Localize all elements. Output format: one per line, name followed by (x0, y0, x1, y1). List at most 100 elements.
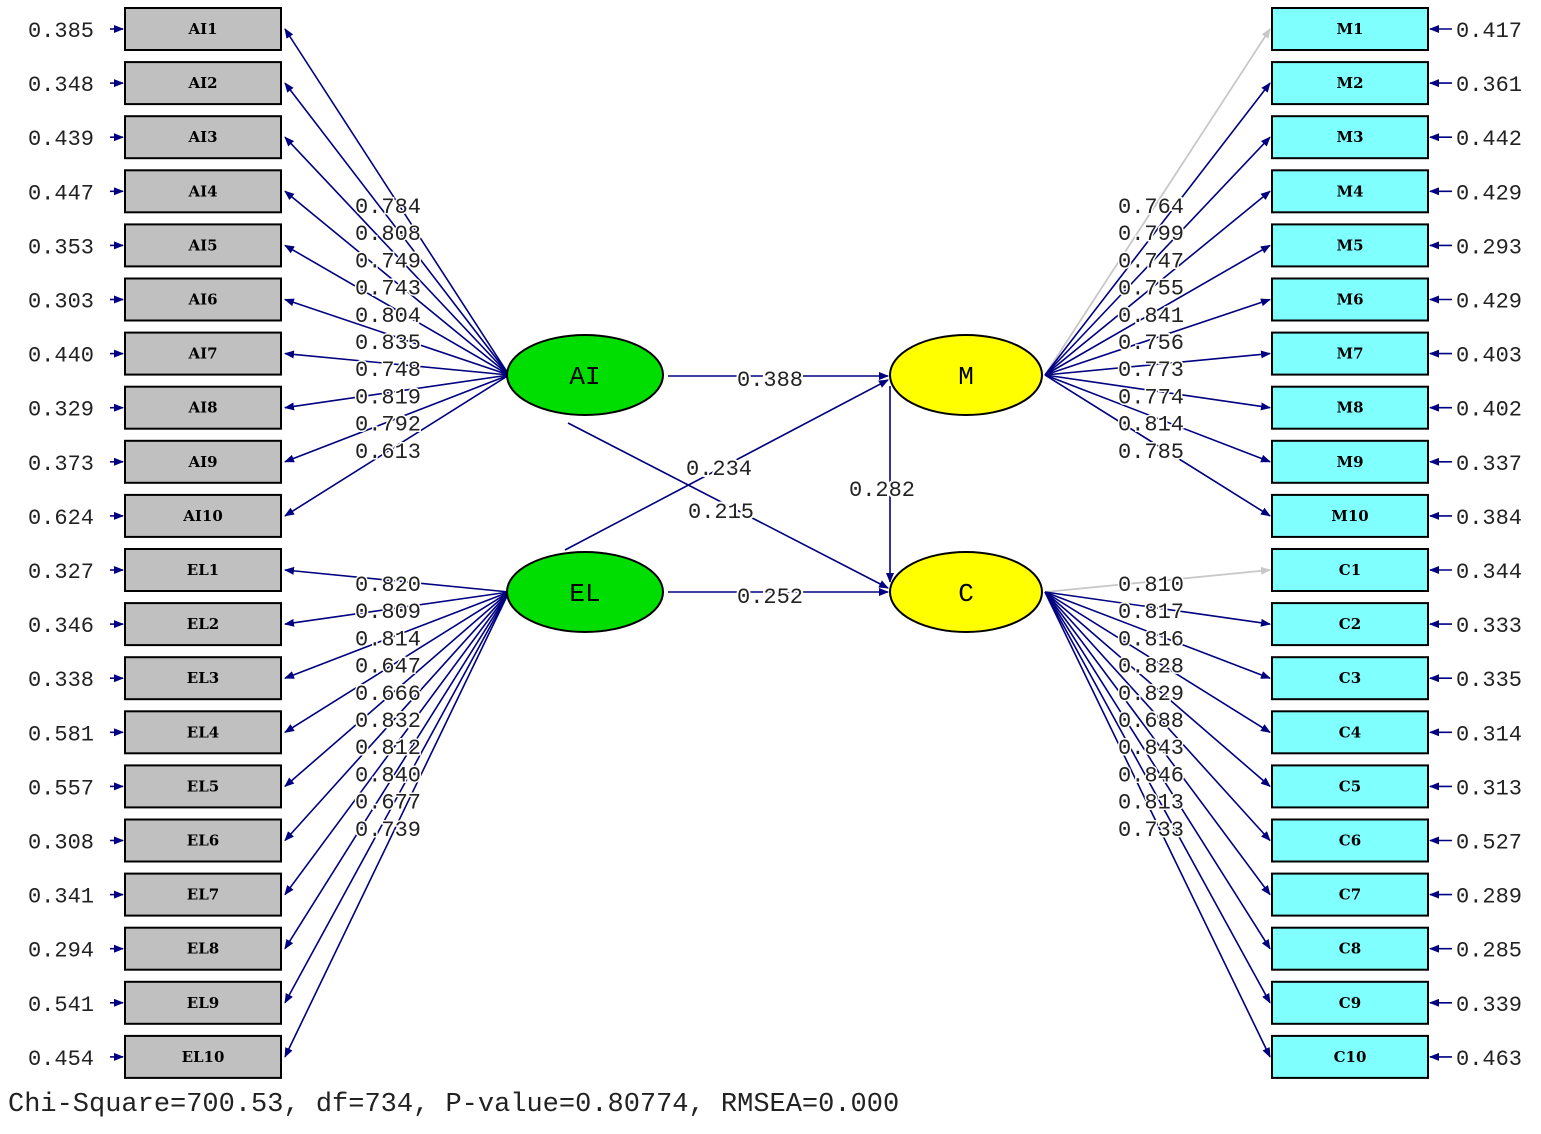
indicator-box-ai1 (124, 7, 282, 51)
loading-value-m6: 0.756 (1118, 331, 1184, 356)
indicator-box-ai8 (124, 385, 282, 430)
indicator-box-ai2 (124, 61, 282, 106)
indicator-label-c6: C6 (1339, 832, 1361, 850)
loading-value-c5: 0.829 (1118, 682, 1184, 707)
structural-coef-ai-to-c: 0.215 (688, 500, 754, 525)
loading-path-el4 (284, 591, 510, 733)
loading-path-c5 (1044, 591, 1271, 788)
error-variance-c4: 0.314 (1456, 722, 1522, 747)
loading-path-c6 (1044, 591, 1271, 842)
error-variance-el4: 0.581 (28, 722, 94, 747)
indicator-label-ai1: AI1 (187, 20, 217, 38)
loading-path-m7 (1044, 350, 1271, 376)
indicator-box-m8 (1271, 385, 1429, 430)
indicator-box-el7 (124, 872, 282, 917)
loading-path-ai8 (284, 374, 510, 411)
loading-value-el6: 0.832 (355, 709, 421, 734)
error-variance-c5: 0.313 (1456, 776, 1522, 801)
indicator-box-el2 (124, 602, 282, 647)
error-variance-c6: 0.527 (1456, 831, 1522, 856)
error-variance-el5: 0.557 (28, 776, 94, 801)
loading-path-m3 (1044, 136, 1271, 376)
indicator-box-m5 (1271, 223, 1429, 268)
indicator-label-m1: M1 (1336, 20, 1363, 38)
latent-label-m: M (958, 362, 974, 392)
error-variance-m3: 0.442 (1456, 127, 1522, 152)
latent-label-ai: AI (569, 362, 600, 392)
indicator-box-c3 (1271, 656, 1429, 701)
loading-value-ai6: 0.835 (355, 331, 421, 356)
error-variance-el7: 0.341 (28, 885, 94, 910)
indicator-label-el7: EL7 (187, 886, 219, 904)
loading-path-ai10 (284, 374, 510, 517)
loading-value-m3: 0.747 (1118, 249, 1184, 274)
loading-path-m10 (1044, 374, 1271, 517)
indicator-box-el8 (124, 926, 282, 971)
loading-value-el8: 0.840 (355, 763, 421, 788)
loading-value-c8: 0.846 (1118, 763, 1184, 788)
loading-path-ai9 (284, 374, 510, 463)
indicator-label-m3: M3 (1336, 128, 1363, 146)
loading-value-el1: 0.820 (355, 573, 421, 598)
loading-path-el2 (284, 591, 510, 627)
error-variance-m10: 0.384 (1456, 506, 1522, 531)
loading-path-m6 (1044, 298, 1271, 376)
loading-value-m5: 0.841 (1118, 304, 1184, 329)
indicator-label-m2: M2 (1336, 74, 1363, 92)
loading-path-el6 (284, 591, 510, 842)
error-variance-ai8: 0.329 (28, 398, 94, 423)
indicator-label-m6: M6 (1336, 291, 1363, 309)
indicator-label-ai6: AI6 (187, 291, 217, 309)
indicator-label-m9: M9 (1336, 453, 1363, 471)
loading-path-ai4 (284, 190, 510, 376)
error-variance-m5: 0.293 (1456, 235, 1522, 260)
structural-path-ai-to-c (567, 422, 889, 589)
structural-coef-m-to-c: 0.282 (849, 478, 915, 503)
loading-value-ai9: 0.792 (355, 413, 421, 438)
loading-path-c10 (1044, 591, 1271, 1058)
fit-statistics: Chi-Square=700.53, df=734, P-value=0.807… (8, 1090, 900, 1120)
indicator-label-el6: EL6 (187, 832, 219, 850)
indicator-label-ai3: AI3 (187, 128, 217, 146)
error-variance-el1: 0.327 (28, 560, 94, 585)
loading-path-c8 (1044, 591, 1271, 950)
loading-path-ai6 (284, 298, 510, 376)
error-variance-c7: 0.289 (1456, 885, 1522, 910)
loading-path-c9 (1044, 591, 1271, 1004)
error-variance-ai9: 0.373 (28, 452, 94, 477)
loading-path-m8 (1044, 374, 1271, 411)
loading-value-el4: 0.647 (355, 655, 421, 680)
loading-path-m9 (1044, 374, 1271, 463)
indicator-label-m8: M8 (1336, 399, 1363, 417)
indicator-label-m5: M5 (1336, 236, 1363, 254)
loading-path-el9 (284, 591, 510, 1004)
loading-path-ai1 (284, 28, 510, 376)
indicator-box-ai3 (124, 115, 282, 160)
latent-ai (506, 334, 664, 416)
error-variance-c3: 0.335 (1456, 668, 1522, 693)
error-variance-ai7: 0.440 (28, 344, 94, 369)
loading-value-c10: 0.733 (1118, 818, 1184, 843)
structural-coef-el-to-m: 0.234 (686, 457, 752, 482)
loading-path-c1 (1044, 566, 1271, 593)
loading-path-m1 (1044, 28, 1271, 376)
loading-path-c7 (1044, 591, 1271, 896)
latent-label-c: C (958, 579, 974, 609)
indicator-label-c2: C2 (1339, 615, 1361, 633)
indicator-box-m4 (1271, 169, 1429, 214)
error-variance-el6: 0.308 (28, 831, 94, 856)
loading-value-ai10: 0.613 (355, 440, 421, 465)
loading-path-el7 (284, 591, 510, 896)
indicator-box-ai4 (124, 169, 282, 214)
indicator-box-c2 (1271, 602, 1429, 647)
error-variance-el10: 0.454 (28, 1047, 94, 1072)
loading-path-ai3 (284, 136, 510, 376)
indicator-label-c9: C9 (1339, 994, 1361, 1012)
indicator-label-el9: EL9 (187, 994, 219, 1012)
loading-value-m1: 0.764 (1118, 195, 1184, 220)
loading-value-m2: 0.799 (1118, 222, 1184, 247)
indicator-box-ai7 (124, 331, 282, 376)
indicator-box-el5 (124, 764, 282, 809)
latent-m (889, 334, 1043, 416)
latent-c (889, 551, 1043, 633)
